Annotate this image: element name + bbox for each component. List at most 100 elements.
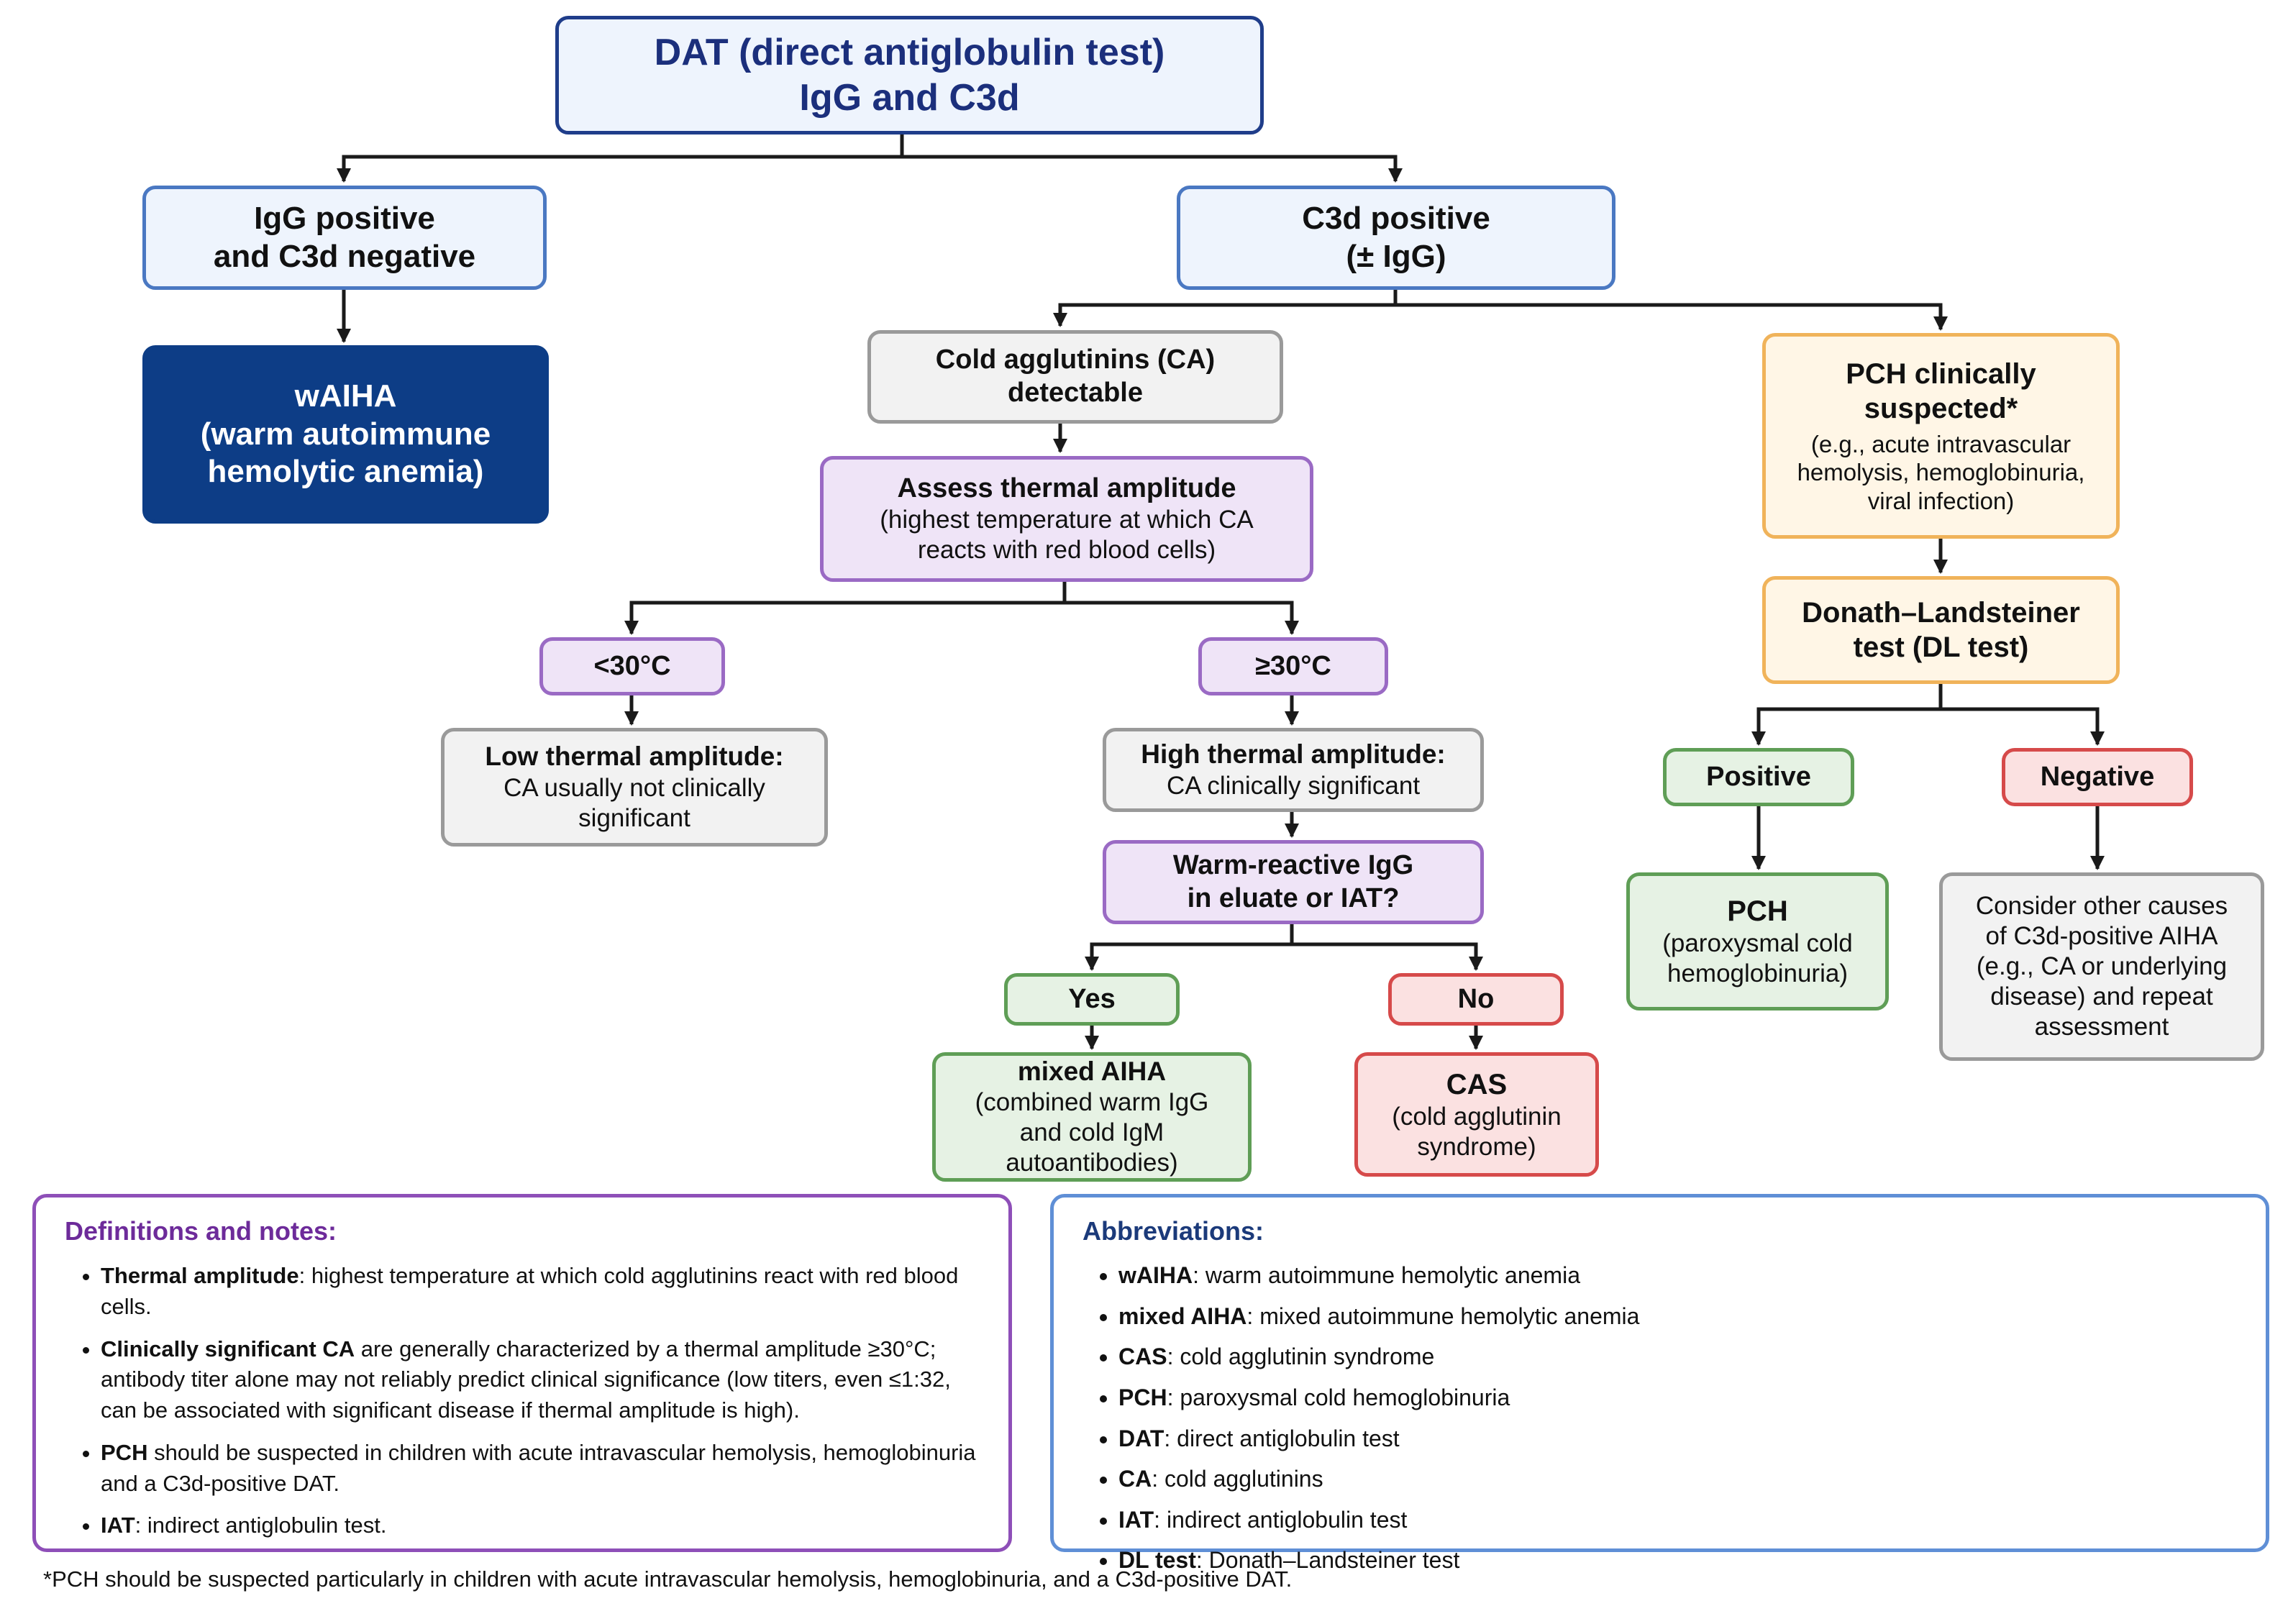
pch-sub2: hemoglobinuria) <box>1667 959 1848 987</box>
abbreviation-text: : direct antiglobulin test <box>1164 1425 1400 1451</box>
warm-reactive-line2: in eluate or IAT? <box>1187 882 1400 913</box>
abbreviations-heading: Abbreviations: <box>1083 1216 1264 1246</box>
cas-sub2: syndrome) <box>1417 1132 1536 1161</box>
definitions-list: Thermal amplitude: highest temperature a… <box>65 1261 980 1541</box>
positive-node: Positive <box>1663 748 1854 806</box>
abbreviation-text: : paroxysmal cold hemoglobinuria <box>1167 1384 1510 1410</box>
pch-title: PCH <box>1727 895 1788 927</box>
definition-item: PCH should be suspected in children with… <box>101 1438 980 1500</box>
thermal-amplitude-sub1: (highest temperature at which CA <box>880 506 1254 534</box>
mixed-aiha-title: mixed AIHA <box>1017 1056 1167 1086</box>
negative-node: Negative <box>2002 748 2193 806</box>
definition-text: are generally characterized by a thermal… <box>101 1336 951 1423</box>
abbreviation-term: mixed AIHA <box>1118 1303 1247 1329</box>
low-thermal-amplitude-node: Low thermal amplitude: CA usually not cl… <box>441 728 828 847</box>
arrow-thermal-to-lt30 <box>624 581 1067 635</box>
arrow-c3d-to-cold <box>1053 289 1398 327</box>
thermal-amplitude-node: Assess thermal amplitude (highest temper… <box>820 456 1313 582</box>
arrow-dat-to-igg <box>337 133 904 183</box>
consider-line3: (e.g., CA or underlying <box>1976 952 2228 980</box>
dl-test-line1: Donath–Landsteiner <box>1802 597 2080 629</box>
arrow-warm-to-yes <box>1085 923 1294 971</box>
no-label: No <box>1457 983 1495 1014</box>
at-least-30c-node: ≥30°C <box>1198 637 1388 695</box>
dat-node: DAT (direct antiglobulin test) IgG and C… <box>555 16 1264 134</box>
definitions-heading: Definitions and notes: <box>65 1216 337 1246</box>
definition-text: : highest temperature at which cold aggl… <box>101 1263 959 1319</box>
abbreviation-text: : warm autoimmune hemolytic anemia <box>1193 1262 1580 1288</box>
abbreviation-term: wAIHA <box>1118 1262 1193 1288</box>
no-node: No <box>1388 973 1564 1026</box>
below-30c-node: <30°C <box>539 637 725 695</box>
waiha-line2: (warm autoimmune <box>200 416 491 452</box>
definition-text: : indirect antiglobulin test. <box>135 1513 387 1538</box>
abbreviation-term: DL test <box>1118 1547 1196 1574</box>
mixed-aiha-node: mixed AIHA (combined warm IgG and cold I… <box>932 1052 1252 1182</box>
pch-suspected-title1: PCH clinically <box>1846 357 2036 390</box>
definition-item: Thermal amplitude: highest temperature a… <box>101 1261 980 1323</box>
cas-node: CAS (cold agglutinin syndrome) <box>1354 1052 1599 1177</box>
abbreviation-text: : Donath–Landsteiner test <box>1195 1547 1460 1574</box>
consider-other-causes-node: Consider other causes of C3d-positive AI… <box>1939 872 2264 1061</box>
arrow-dl-to-positive <box>1751 683 1943 746</box>
cold-agglutinins-node: Cold agglutinins (CA) detectable <box>867 330 1283 424</box>
abbreviations-list: wAIHA: warm autoimmune hemolytic anemia … <box>1083 1261 2237 1575</box>
arrow-warm-to-no <box>1292 942 1483 971</box>
abbreviation-item: mixed AIHA: mixed autoimmune hemolytic a… <box>1118 1302 2237 1331</box>
mixed-aiha-sub1: (combined warm IgG <box>975 1088 1209 1117</box>
definition-term: Thermal amplitude <box>101 1263 299 1288</box>
warm-reactive-igg-node: Warm-reactive IgG in eluate or IAT? <box>1103 840 1484 924</box>
pch-sub1: (paroxysmal cold <box>1662 929 1853 957</box>
consider-line4: disease) and repeat <box>1990 982 2213 1011</box>
definition-term: PCH <box>101 1439 148 1465</box>
definition-item: IAT: indirect antiglobulin test. <box>101 1510 980 1541</box>
consider-line5: assessment <box>2034 1013 2169 1041</box>
cas-title: CAS <box>1446 1068 1508 1100</box>
high-amplitude-title: High thermal amplitude: <box>1141 739 1446 770</box>
abbreviation-item: DL test: Donath–Landsteiner test <box>1118 1546 2237 1575</box>
abbreviations-panel: Abbreviations: wAIHA: warm autoimmune he… <box>1050 1194 2269 1573</box>
igg-positive-line2: and C3d negative <box>213 238 476 274</box>
igg-positive-line1: IgG positive <box>254 200 435 236</box>
abbreviation-term: CA <box>1118 1466 1152 1492</box>
abbreviation-item: IAT: indirect antiglobulin test <box>1118 1505 2237 1535</box>
low-amplitude-title: Low thermal amplitude: <box>485 742 784 772</box>
dl-test-line2: test (DL test) <box>1853 631 2029 663</box>
pch-suspected-title2: suspected* <box>1864 392 2018 424</box>
definitions-panel: Definitions and notes: Thermal amplitude… <box>32 1194 1012 1552</box>
cas-sub1: (cold agglutinin <box>1392 1102 1562 1131</box>
positive-label: Positive <box>1706 761 1811 792</box>
abbreviation-item: CAS: cold agglutinin syndrome <box>1118 1342 2237 1372</box>
cold-agglutinins-line2: detectable <box>1008 378 1143 408</box>
abbreviation-item: DAT: direct antiglobulin test <box>1118 1424 2237 1454</box>
high-amplitude-sub1: CA clinically significant <box>1166 771 1421 800</box>
igg-positive-node: IgG positive and C3d negative <box>142 186 547 290</box>
c3d-positive-line1: C3d positive <box>1302 200 1490 236</box>
high-thermal-amplitude-node: High thermal amplitude: CA clinically si… <box>1103 728 1484 812</box>
definition-item: Clinically significant CA are generally … <box>101 1334 980 1426</box>
arrow-c3d-to-pch <box>1395 303 1948 331</box>
yes-label: Yes <box>1068 983 1116 1014</box>
low-amplitude-sub2: significant <box>578 803 690 832</box>
mixed-aiha-sub2: and cold IgM <box>1019 1118 1164 1147</box>
thermal-amplitude-sub2: reacts with red blood cells) <box>917 536 1216 565</box>
arrow-dl-to-negative <box>1941 707 2105 746</box>
c3d-positive-node: C3d positive (± IgG) <box>1177 186 1615 290</box>
waiha-node: wAIHA (warm autoimmune hemolytic anemia) <box>142 345 549 524</box>
consider-line1: Consider other causes <box>1975 892 2228 920</box>
waiha-title: wAIHA <box>294 378 397 414</box>
dat-title-line1: DAT (direct antiglobulin test) <box>654 32 1165 74</box>
thermal-amplitude-title: Assess thermal amplitude <box>897 473 1236 503</box>
footnote: *PCH should be suspected particularly in… <box>43 1566 1293 1592</box>
abbreviation-term: DAT <box>1118 1425 1164 1451</box>
pch-suspected-sub3: viral infection) <box>1867 487 2015 514</box>
abbreviation-text: : mixed autoimmune hemolytic anemia <box>1246 1303 1640 1329</box>
definition-term: Clinically significant CA <box>101 1336 355 1361</box>
abbreviation-item: CA: cold agglutinins <box>1118 1464 2237 1494</box>
c3d-positive-line2: (± IgG) <box>1346 238 1446 274</box>
below-30c-label: <30°C <box>593 650 671 681</box>
consider-line2: of C3d-positive AIHA <box>1985 922 2218 950</box>
dat-title-line2: IgG and C3d <box>799 76 1020 119</box>
abbreviation-item: PCH: paroxysmal cold hemoglobinuria <box>1118 1383 2237 1413</box>
